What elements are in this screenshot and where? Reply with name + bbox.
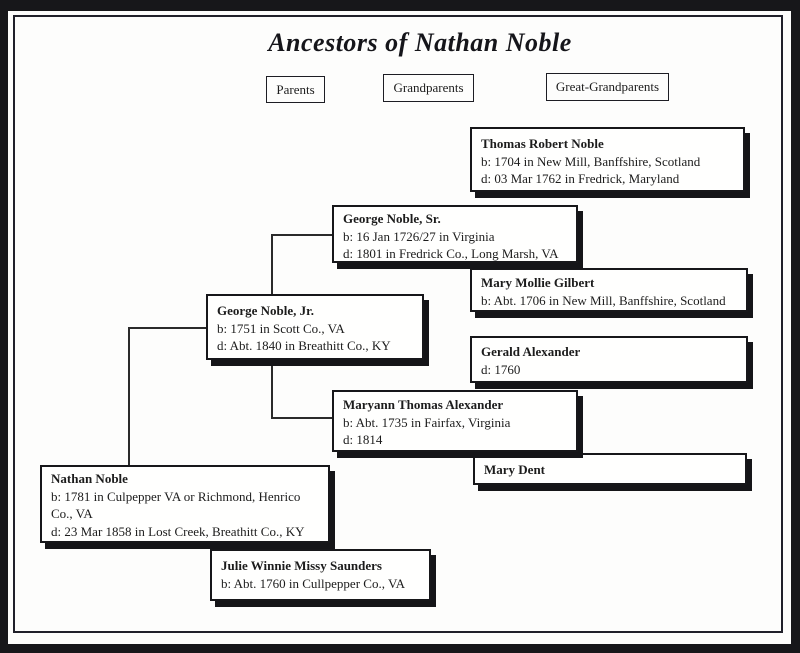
person-name: Nathan Noble xyxy=(51,471,128,486)
connector-george-jr-to-maryann-horizontal xyxy=(271,417,333,419)
person-name: George Noble, Sr. xyxy=(343,211,441,226)
person-name: Maryann Thomas Alexander xyxy=(343,397,504,412)
person-birth-detail: b: Abt. 1760 in Cullpepper Co., VA xyxy=(221,575,406,591)
generation-header-grandparents: Grandparents xyxy=(383,74,474,102)
generation-header-label: Great-Grandparents xyxy=(555,79,660,94)
person-birth-detail: b: Abt. 1735 in Fairfax, Virginia xyxy=(343,414,511,430)
person-birth-detail: b: 1751 in Scott Co., VA xyxy=(217,320,345,336)
person-death-detail: d: 23 Mar 1858 in Lost Creek, Breathitt … xyxy=(51,523,305,539)
person-name: Gerald Alexander xyxy=(481,344,581,359)
generation-header-parents: Parents xyxy=(266,76,325,103)
person-box-nathan-noble: Nathan Noble b: 1781 in Culpepper VA or … xyxy=(40,465,330,543)
person-name: Thomas Robert Noble xyxy=(481,136,604,151)
person-name: Julie Winnie Missy Saunders xyxy=(221,558,382,573)
person-box-maryann-thomas-alexander: Maryann Thomas Alexander b: Abt. 1735 in… xyxy=(332,390,578,452)
person-death-detail: d: Abt. 1840 in Breathitt Co., KY xyxy=(217,338,391,353)
person-name: Mary Dent xyxy=(484,462,546,477)
person-death-detail: d: 1801 in Fredrick Co., Long Marsh, VA xyxy=(343,246,559,261)
person-death-detail: d: 03 Mar 1762 in Fredrick, Maryland xyxy=(481,171,680,186)
person-box-julie-winnie-missy-saunders: Julie Winnie Missy Saunders b: Abt. 1760… xyxy=(210,549,431,601)
generation-header-label: Parents xyxy=(276,81,315,97)
person-birth-detail: b: 1704 in New Mill, Banffshire, Scotlan… xyxy=(481,153,701,169)
generation-header-great-grandparents: Great-Grandparents xyxy=(546,73,669,101)
connector-george-jr-to-george-sr-horizontal xyxy=(271,234,333,236)
connector-nathan-to-george-jr-vertical xyxy=(128,327,130,466)
connector-nathan-to-george-jr-horizontal xyxy=(128,327,207,329)
person-birth-detail: b: 1781 in Culpepper VA or Richmond, Hen… xyxy=(51,488,301,522)
chart-title: Ancestors of Nathan Noble xyxy=(268,28,572,57)
connector-george-jr-to-george-sr-vertical xyxy=(271,234,273,295)
person-name: George Noble, Jr. xyxy=(217,303,314,318)
person-box-george-noble-sr: George Noble, Sr. b: 16 Jan 1726/27 in V… xyxy=(332,205,578,263)
person-name: Mary Mollie Gilbert xyxy=(481,275,595,290)
person-death-detail: d: 1760 xyxy=(481,361,521,377)
person-box-thomas-robert-noble: Thomas Robert Noble b: 1704 in New Mill,… xyxy=(470,127,745,192)
connector-george-jr-to-maryann-vertical xyxy=(271,360,273,419)
person-birth-detail: b: 16 Jan 1726/27 in Virginia xyxy=(343,228,495,244)
person-box-george-noble-jr: George Noble, Jr. b: 1751 in Scott Co., … xyxy=(206,294,424,360)
generation-header-label: Grandparents xyxy=(393,80,464,95)
person-birth-detail: b: Abt. 1706 in New Mill, Banffshire, Sc… xyxy=(481,292,726,308)
person-box-mary-mollie-gilbert: Mary Mollie Gilbert b: Abt. 1706 in New … xyxy=(470,268,748,312)
person-death-detail: d: 1814 xyxy=(343,432,383,447)
page-border xyxy=(13,15,783,633)
person-box-mary-dent: Mary Dent xyxy=(473,453,747,485)
person-box-gerald-alexander: Gerald Alexander d: 1760 xyxy=(470,336,748,383)
